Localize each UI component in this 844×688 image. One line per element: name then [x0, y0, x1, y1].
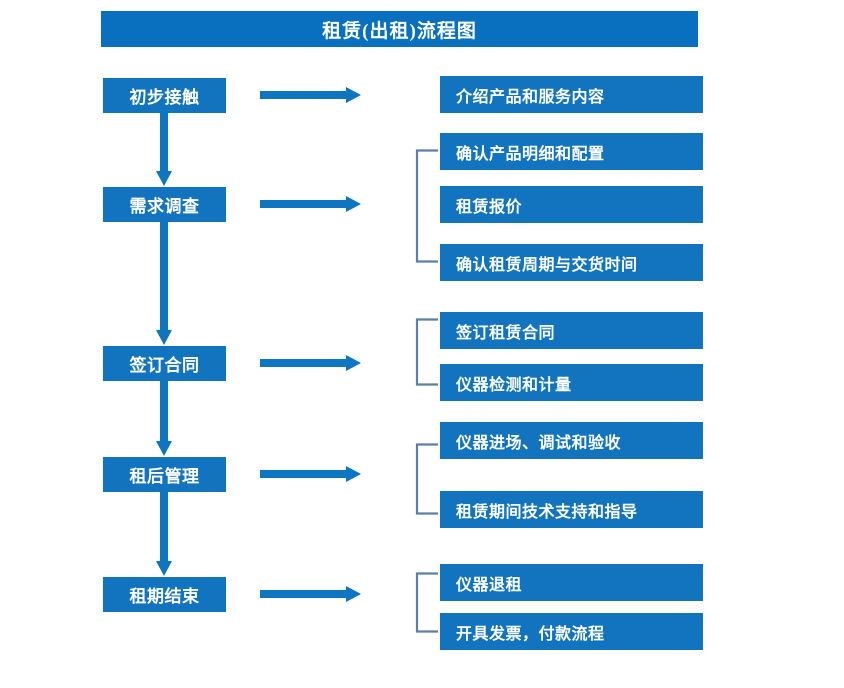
- vertical-arrow-2: [155, 222, 173, 346]
- group-bracket-5: [415, 572, 439, 633]
- stage-box-4[interactable]: 租后管理: [103, 457, 226, 492]
- vertical-arrow-4: [155, 492, 173, 577]
- horizontal-arrow-2: [260, 195, 362, 213]
- stage-box-2[interactable]: 需求调查: [103, 187, 226, 222]
- horizontal-arrow-4: [260, 465, 362, 483]
- detail-box-5[interactable]: 签订租赁合同: [440, 312, 703, 349]
- group-bracket-3: [415, 318, 439, 386]
- detail-box-10[interactable]: 开具发票，付款流程: [440, 613, 703, 650]
- detail-box-9[interactable]: 仪器退租: [440, 564, 703, 601]
- stage-box-5[interactable]: 租期结束: [103, 577, 226, 612]
- stage-box-3[interactable]: 签订合同: [103, 346, 226, 381]
- detail-box-1[interactable]: 介绍产品和服务内容: [440, 76, 703, 113]
- vertical-arrow-1: [155, 113, 173, 187]
- horizontal-arrow-1: [260, 86, 362, 104]
- stage-box-1[interactable]: 初步接触: [103, 78, 226, 113]
- detail-box-8[interactable]: 租赁期间技术支持和指导: [440, 491, 703, 528]
- detail-box-6[interactable]: 仪器检测和计量: [440, 364, 703, 401]
- page-title: 租赁(出租)流程图: [101, 11, 698, 47]
- detail-box-4[interactable]: 确认租赁周期与交货时间: [440, 244, 703, 281]
- detail-box-2[interactable]: 确认产品明细和配置: [440, 133, 703, 170]
- detail-box-7[interactable]: 仪器进场、调试和验收: [440, 422, 703, 459]
- group-bracket-4: [415, 443, 439, 515]
- vertical-arrow-3: [155, 381, 173, 457]
- group-bracket-2: [415, 149, 439, 263]
- horizontal-arrow-3: [260, 354, 362, 372]
- detail-box-3[interactable]: 租赁报价: [440, 186, 703, 223]
- horizontal-arrow-5: [260, 585, 362, 603]
